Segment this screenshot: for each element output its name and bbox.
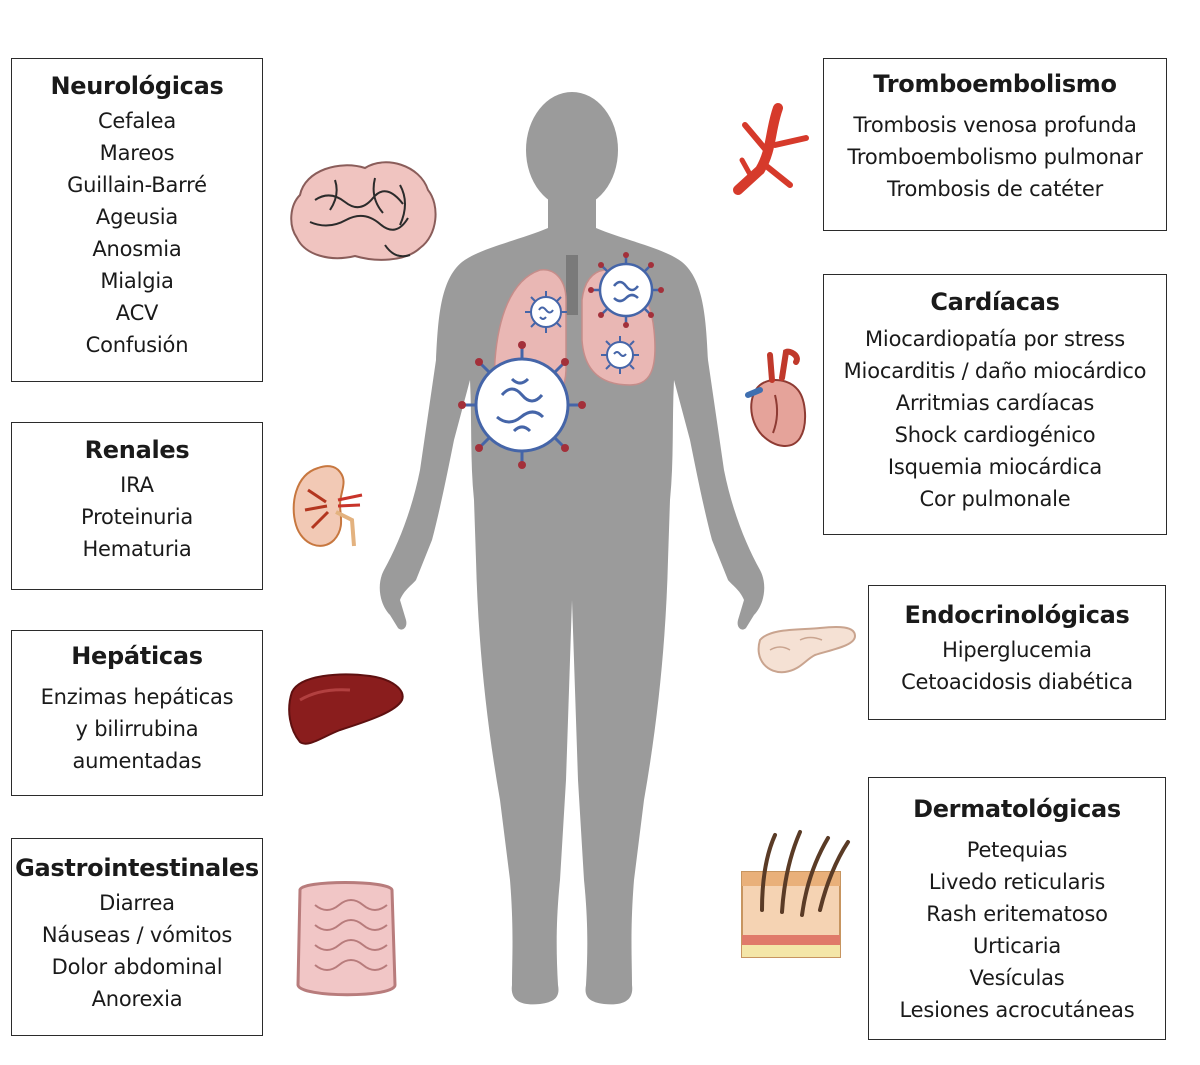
- pancreas-icon: [757, 626, 857, 674]
- list-item: Trombosis de catéter: [886, 177, 1104, 201]
- list-item: Hiperglucemia: [942, 638, 1092, 662]
- skin-icon: [741, 830, 850, 958]
- list-item: Anorexia: [91, 987, 183, 1011]
- box-title: Hepáticas: [71, 642, 203, 670]
- symptom-list: Enzimas hepáticas y bilirrubina aumentad…: [12, 681, 262, 777]
- list-item: Trombosis venosa profunda: [853, 113, 1137, 137]
- symptom-list: Hiperglucemia Cetoacidosis diabética: [869, 634, 1165, 698]
- box-title: Neurológicas: [50, 72, 224, 100]
- box-title: Dermatológicas: [913, 795, 1121, 823]
- liver-icon: [288, 673, 404, 745]
- list-item: Lesiones acrocutáneas: [899, 998, 1135, 1022]
- list-item: Isquemia miocárdica: [887, 455, 1103, 479]
- list-item: Miocarditis / daño miocárdico: [843, 359, 1147, 383]
- symptom-list: Diarrea Náuseas / vómitos Dolor abdomina…: [12, 887, 262, 1015]
- list-item: Mialgia: [100, 269, 174, 293]
- list-item: Petequias: [966, 838, 1068, 862]
- list-item: Tromboembolismo pulmonar: [847, 145, 1143, 169]
- box-endocrinologicas: Endocrinológicas Hiperglucemia Cetoacido…: [868, 585, 1166, 720]
- box-title: Tromboembolismo: [873, 70, 1117, 98]
- list-item: Shock cardiogénico: [894, 423, 1096, 447]
- symptom-list: Miocardiopatía por stress Miocarditis / …: [824, 323, 1166, 515]
- list-item: Urticaria: [972, 934, 1062, 958]
- box-cardiacas: Cardíacas Miocardiopatía por stress Mioc…: [823, 274, 1167, 535]
- list-item: Hematuria: [82, 537, 192, 561]
- box-hepaticas: Hepáticas Enzimas hepáticas y bilirrubin…: [11, 630, 263, 796]
- list-item: Guillain-Barré: [67, 173, 207, 197]
- box-title: Gastrointestinales: [15, 854, 259, 882]
- symptom-list: Cefalea Mareos Guillain-Barré Ageusia An…: [12, 105, 262, 361]
- list-item: Dolor abdominal: [51, 955, 223, 979]
- list-item: Cefalea: [97, 109, 177, 133]
- list-item: Enzimas hepáticas: [40, 685, 234, 709]
- virus-icon: [458, 252, 664, 469]
- box-renales: Renales IRA Proteinuria Hematuria: [11, 422, 263, 590]
- list-item: Ageusia: [95, 205, 179, 229]
- list-item: Cetoacidosis diabética: [901, 670, 1133, 694]
- list-item: Mareos: [99, 141, 175, 165]
- list-item: Cor pulmonale: [919, 487, 1071, 511]
- list-item: Proteinuria: [80, 505, 194, 529]
- heart-icon: [745, 348, 806, 447]
- list-item: Arritmias cardíacas: [895, 391, 1095, 415]
- box-tromboembolismo: Tromboembolismo Trombosis venosa profund…: [823, 58, 1167, 231]
- kidney-icon: [292, 465, 363, 547]
- box-title: Cardíacas: [930, 288, 1060, 316]
- box-dermatologicas: Dermatológicas Petequias Livedo reticula…: [868, 777, 1166, 1040]
- list-item: Confusión: [85, 333, 189, 357]
- box-title: Renales: [84, 436, 190, 464]
- intestine-icon: [296, 881, 397, 997]
- box-title: Endocrinológicas: [904, 601, 1130, 629]
- body-silhouette: [379, 92, 765, 1005]
- symptom-list: Trombosis venosa profunda Tromboembolism…: [824, 109, 1166, 205]
- list-item: Livedo reticularis: [928, 870, 1106, 894]
- list-item: Náuseas / vómitos: [41, 923, 233, 947]
- list-item: Diarrea: [99, 891, 175, 915]
- list-item: IRA: [120, 473, 154, 497]
- list-item: ACV: [115, 301, 159, 325]
- list-item: Vesículas: [969, 966, 1065, 990]
- box-neurologicas: Neurológicas Cefalea Mareos Guillain-Bar…: [11, 58, 263, 382]
- symptom-list: IRA Proteinuria Hematuria: [12, 469, 262, 565]
- list-item: Rash eritematoso: [926, 902, 1108, 926]
- trachea: [566, 255, 578, 315]
- list-item: aumentadas: [72, 749, 202, 773]
- box-gastrointestinales: Gastrointestinales Diarrea Náuseas / vóm…: [11, 838, 263, 1036]
- vein-icon: [733, 103, 809, 195]
- list-item: Anosmia: [92, 237, 182, 261]
- symptom-list: Petequias Livedo reticularis Rash eritem…: [869, 834, 1165, 1026]
- list-item: y bilirrubina: [75, 717, 199, 741]
- brain-icon: [290, 161, 437, 261]
- list-item: Miocardiopatía por stress: [865, 327, 1125, 351]
